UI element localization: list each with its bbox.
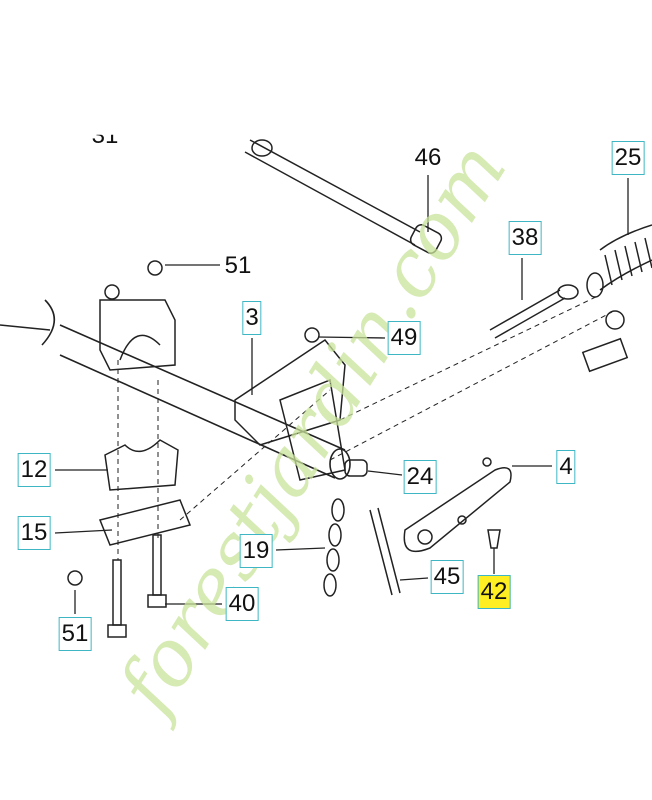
callout-42-highlighted[interactable]: 42 <box>477 575 511 609</box>
link-plate <box>403 467 512 553</box>
leader-lines <box>54 175 629 614</box>
callout-45[interactable]: 45 <box>430 560 464 594</box>
assembly-lines <box>117 294 613 560</box>
bracket <box>98 499 192 546</box>
callout-49[interactable]: 49 <box>387 321 421 355</box>
callout-3[interactable]: 3 <box>242 301 262 335</box>
main-shaft <box>0 299 351 480</box>
callout-40[interactable]: 40 <box>225 587 259 621</box>
callout-25[interactable]: 25 <box>611 141 645 175</box>
bolt-46 <box>244 139 443 254</box>
callout-38[interactable]: 38 <box>508 221 542 255</box>
bearing-clamp-top <box>99 260 176 371</box>
callout-12[interactable]: 12 <box>17 453 51 487</box>
spring <box>586 224 652 298</box>
callout-51-top: 51 <box>224 252 252 279</box>
bolt-42 <box>487 529 501 549</box>
callout-31: 31 <box>91 122 119 149</box>
pin-45 <box>369 507 401 596</box>
mounting-plate <box>234 338 346 446</box>
rod-38 <box>489 284 579 339</box>
callout-15[interactable]: 15 <box>17 516 51 550</box>
callout-24[interactable]: 24 <box>403 460 437 494</box>
lever-arm <box>279 378 346 481</box>
callout-51-bottom[interactable]: 51 <box>58 617 92 651</box>
bearing-clamp-bottom <box>104 439 179 491</box>
callout-19[interactable]: 19 <box>239 534 273 568</box>
callout-4[interactable]: 4 <box>556 450 576 484</box>
callout-46: 46 <box>414 144 442 171</box>
chain <box>323 498 345 597</box>
rod-end <box>581 310 629 373</box>
bolts <box>67 534 167 638</box>
pin-24 <box>344 459 368 477</box>
